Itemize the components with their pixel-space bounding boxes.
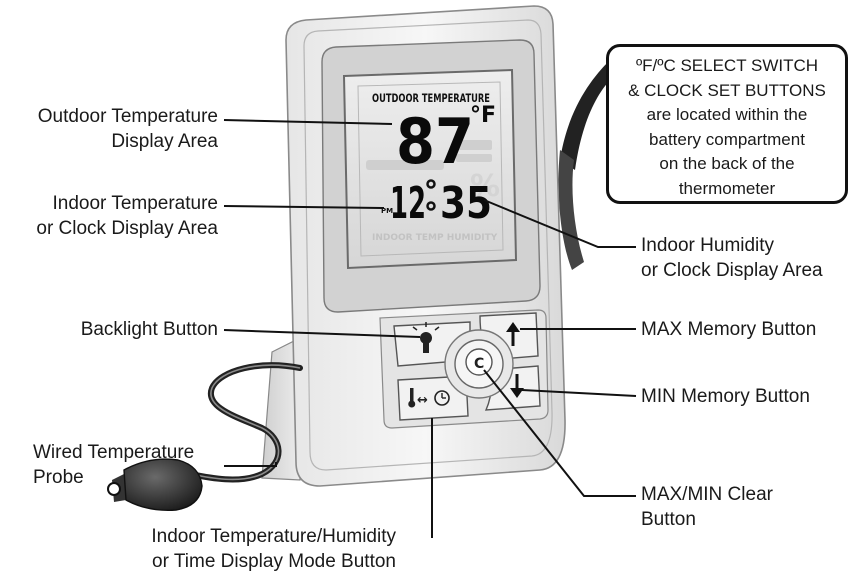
label-max-memory-button: MAX Memory Button bbox=[641, 319, 817, 340]
stand-side bbox=[261, 337, 301, 481]
label-max-min-clear: MAX/MIN Clear Button bbox=[641, 484, 773, 530]
lcd-ghost-label: INDOOR TEMP HUMIDITY bbox=[372, 233, 498, 243]
label-indoor-humidity: Indoor Humidity or Clock Display Area bbox=[641, 235, 823, 281]
clock-hours: 12 bbox=[390, 178, 426, 229]
label-backlight-button: Backlight Button bbox=[80, 319, 218, 340]
thermometer-icon bbox=[408, 388, 416, 408]
clock-minutes: 35 bbox=[440, 178, 492, 229]
arrow-down-icon bbox=[510, 374, 524, 398]
clear-symbol: C bbox=[474, 356, 484, 372]
body-inner-bevel bbox=[303, 19, 553, 471]
shadow-swoosh bbox=[560, 60, 612, 170]
leader-clear bbox=[483, 369, 636, 497]
svg-text:%: % bbox=[470, 169, 500, 204]
callout-line: are located within the bbox=[646, 105, 808, 124]
leader-indoor bbox=[223, 205, 385, 209]
leader-backlight bbox=[223, 329, 421, 338]
clock-colon bbox=[426, 179, 436, 211]
shadow-swoosh-lower bbox=[558, 150, 584, 270]
label-indoor-temperature: Indoor Temperature or Clock Display Area bbox=[36, 193, 218, 239]
clock-icon bbox=[434, 390, 450, 406]
leader-outdoor bbox=[223, 119, 393, 125]
arrow-up-icon bbox=[506, 322, 520, 346]
outdoor-temperature-unit: °F bbox=[470, 103, 496, 128]
lcd-header: OUTDOOR TEMPERATURE bbox=[372, 91, 490, 105]
leader-lines bbox=[223, 119, 637, 538]
label-wired-probe: Wired Temperature Probe bbox=[33, 442, 195, 488]
outdoor-temperature-value: 87 bbox=[396, 105, 474, 178]
pm-indicator: PM bbox=[381, 207, 393, 215]
lcd-inner-frame bbox=[357, 81, 504, 257]
callout-line: & CLOCK SET BUTTONS bbox=[628, 80, 826, 100]
label-outdoor-temperature: Outdoor Temperature Display Area bbox=[37, 106, 218, 152]
lcd-ghost-segments: % bbox=[366, 140, 500, 204]
display-mode-button[interactable]: ↔ bbox=[397, 375, 469, 421]
callout-line: on the back of the bbox=[659, 154, 795, 173]
max-min-clear-button[interactable]: C bbox=[444, 329, 514, 399]
leader-probe bbox=[224, 462, 277, 467]
probe-cable-highlight bbox=[189, 364, 301, 481]
callout-line: thermometer bbox=[678, 178, 776, 198]
lightbulb-icon bbox=[412, 322, 440, 353]
leader-humidity bbox=[483, 199, 636, 248]
arrow-icon: ↔ bbox=[417, 393, 428, 408]
temperature-probe bbox=[107, 458, 203, 511]
leader-min bbox=[521, 389, 637, 397]
label-display-mode-button: Indoor Temperature/Humidity or Time Disp… bbox=[151, 526, 396, 572]
label-min-memory-button: MIN Memory Button bbox=[641, 386, 810, 407]
callout-box: ºF/ºC SELECT SWITCH & CLOCK SET BUTTONS … bbox=[606, 44, 848, 204]
callout-line: battery compartment bbox=[649, 129, 805, 149]
callout-line: ºF/ºC SELECT SWITCH bbox=[635, 56, 819, 75]
